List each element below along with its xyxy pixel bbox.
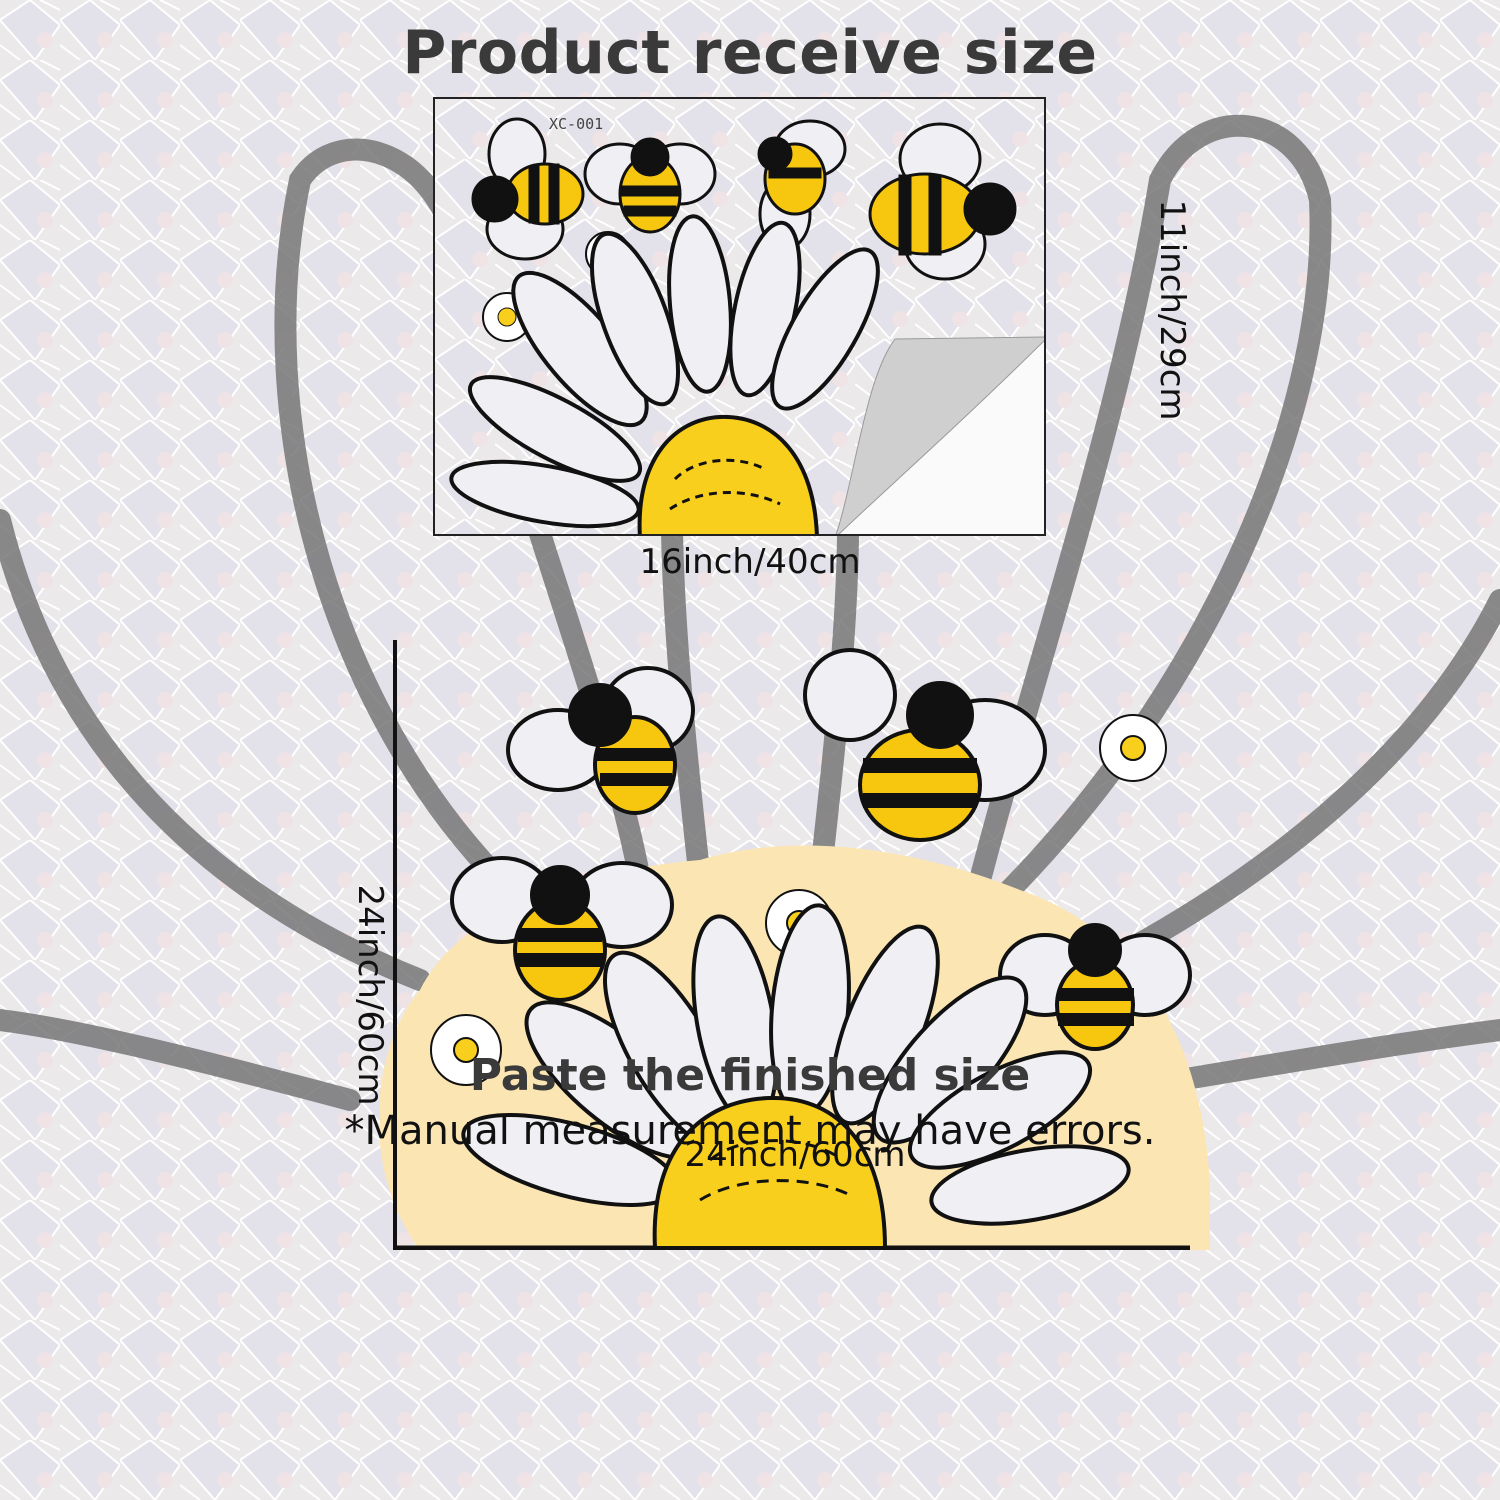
bee-sticker bbox=[471, 117, 585, 261]
bee-decal bbox=[803, 648, 1047, 842]
bee-decal bbox=[506, 666, 695, 815]
bee-decal bbox=[450, 856, 674, 1002]
bee-sticker bbox=[583, 137, 717, 234]
large-daisy-decal bbox=[461, 903, 1131, 1250]
bee-sticker bbox=[868, 122, 1017, 281]
measurement-note: *Manual measurement may have errors. bbox=[344, 1108, 1156, 1154]
large-daisy bbox=[449, 214, 880, 534]
sheet-code: XC-001 bbox=[549, 115, 604, 133]
sheet-width-label: 16inch/40cm bbox=[639, 542, 861, 582]
finished-paste-preview bbox=[380, 630, 1210, 1250]
page-title: Product receive size bbox=[402, 18, 1098, 88]
sticker-sheet-preview: XC-001 bbox=[433, 97, 1046, 536]
finished-width-label: 24inch/60cm bbox=[684, 1135, 906, 1175]
sheet-height-label: 11inch/29cm bbox=[1152, 199, 1192, 421]
bee-decal bbox=[998, 923, 1192, 1051]
finished-size-title: Paste the finished size bbox=[469, 1050, 1031, 1101]
